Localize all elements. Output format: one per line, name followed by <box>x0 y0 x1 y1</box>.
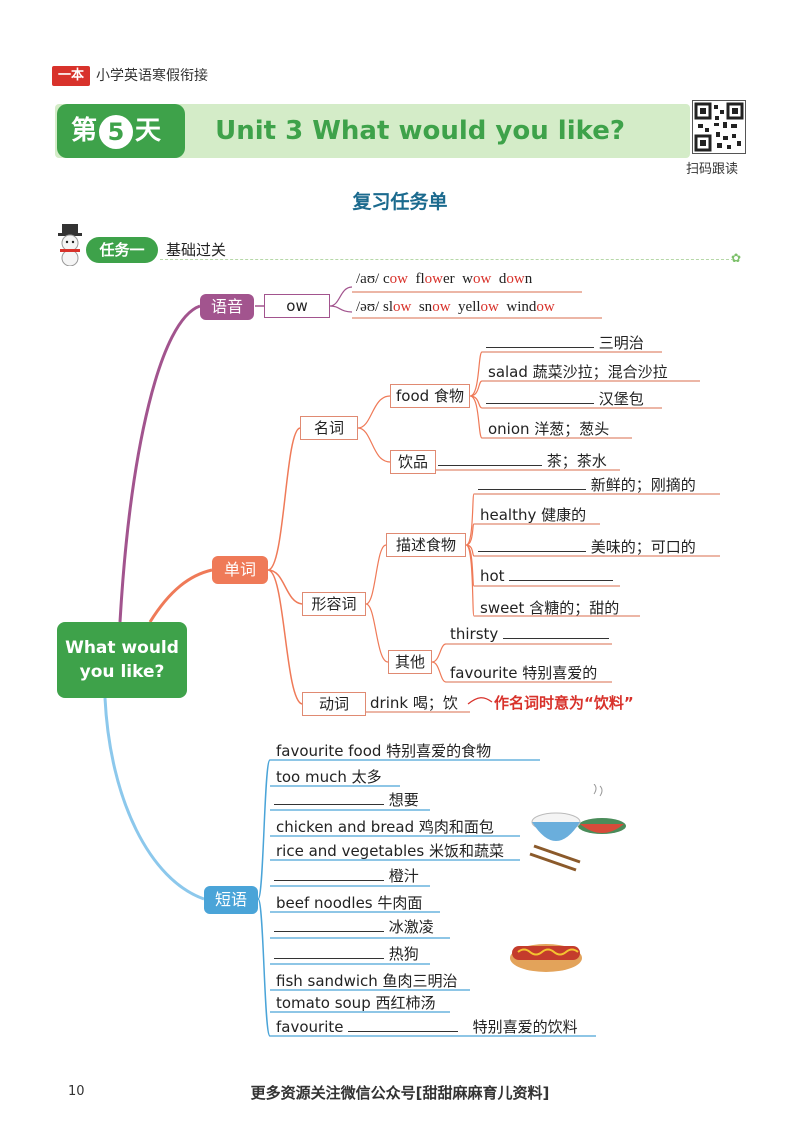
phonics-row2: /əʊ/ slow snow yellow window <box>356 299 555 316</box>
describe-item-3: 美味的；可口的 <box>478 536 696 557</box>
phrase-3: 想要 <box>274 789 419 810</box>
other-box: 其他 <box>388 650 432 674</box>
phrase-1: favourite food 特别喜爱的食物 <box>276 742 492 760</box>
describe-item-4: hot <box>480 566 614 585</box>
describe-box: 描述食物 <box>386 533 466 557</box>
phrase-2: too much 太多 <box>276 768 382 786</box>
food-box: food 食物 <box>390 384 470 408</box>
drinks-box: 饮品 <box>390 450 436 474</box>
food-item-3: 汉堡包 <box>486 388 644 409</box>
hot-dog-icon <box>506 930 586 980</box>
noun-box: 名词 <box>300 416 358 440</box>
word-yellow: yellow <box>458 299 499 315</box>
phonics-key-box: ow <box>264 294 330 318</box>
phrase-7: beef noodles 牛肉面 <box>276 894 423 912</box>
adj-box: 形容词 <box>302 592 366 616</box>
review-title: 复习任务单 <box>352 191 448 213</box>
phrase-9: 热狗 <box>274 943 419 964</box>
verb-box: 动词 <box>302 692 366 716</box>
task-label: 基础过关 <box>166 241 227 259</box>
series-title: 小学英语寒假衔接 <box>96 68 208 84</box>
word-down: down <box>498 271 533 287</box>
rice-bowl-icon <box>528 783 628 876</box>
footer-text: 更多资源关注微信公众号[甜甜麻麻育儿资料] <box>250 1084 550 1102</box>
qr-label: 扫码跟读 <box>686 162 739 177</box>
phrase-4: chicken and bread 鸡肉和面包 <box>276 818 494 836</box>
task-pill: 任务一 <box>86 237 158 263</box>
brand-logo: 一本 <box>52 66 90 86</box>
phrase-10: fish sandwich 鱼肉三明治 <box>276 972 458 990</box>
phrase-11: tomato soup 西红柿汤 <box>276 994 436 1012</box>
task-divider <box>160 259 734 260</box>
describe-item-5: sweet 含糖的；甜的 <box>480 599 620 617</box>
other-item-2: favourite 特别喜爱的 <box>450 664 598 682</box>
day-prefix: 第 <box>71 116 98 146</box>
snowman-icon <box>52 222 88 267</box>
phrase-6: 橙汁 <box>274 865 419 886</box>
ipa-au: /aʊ/ <box>356 271 380 287</box>
flower-icon: ✿ <box>731 251 742 265</box>
phonics-node: 语音 <box>200 294 254 320</box>
phrase-8: 冰激凌 <box>274 916 434 937</box>
ipa-ou: /əʊ/ <box>356 299 380 315</box>
day-suffix: 天 <box>135 116 162 146</box>
food-item-1: 三明治 <box>486 332 644 353</box>
verb-item: drink 喝；饮 <box>370 694 458 712</box>
word-window: window <box>506 299 555 315</box>
drink-item: 茶；茶水 <box>438 450 607 471</box>
phrase-12: favourite 特别喜爱的饮料 <box>276 1018 578 1036</box>
phrases-node: 短语 <box>204 886 258 914</box>
food-item-2: salad 蔬菜沙拉；混合沙拉 <box>488 363 668 381</box>
describe-item-1: 新鲜的；刚摘的 <box>478 474 696 495</box>
word-cow: cow <box>382 271 408 287</box>
word-wow: wow <box>462 271 492 287</box>
unit-title: Unit 3 What would you like? <box>215 116 625 146</box>
word-snow: snow <box>418 299 451 315</box>
word-flower: flower <box>415 271 455 287</box>
other-item-1: thirsty <box>450 624 610 643</box>
phonics-row1: /aʊ/ cow flower wow down <box>356 271 532 288</box>
word-slow: slow <box>382 299 412 315</box>
center-line2: you like? <box>79 662 165 682</box>
center-node: What would you like? <box>57 622 187 698</box>
food-item-4: onion 洋葱；葱头 <box>488 420 610 438</box>
qr-code-icon[interactable] <box>692 100 746 154</box>
words-node: 单词 <box>212 556 268 584</box>
verb-note: 作名词时意为“饮料” <box>494 694 634 712</box>
describe-item-2: healthy 健康的 <box>480 506 587 524</box>
day-number: 5 <box>99 114 134 149</box>
phrase-5: rice and vegetables 米饭和蔬菜 <box>276 842 504 860</box>
page-number: 10 <box>68 1084 85 1099</box>
center-line1: What would <box>65 638 179 658</box>
